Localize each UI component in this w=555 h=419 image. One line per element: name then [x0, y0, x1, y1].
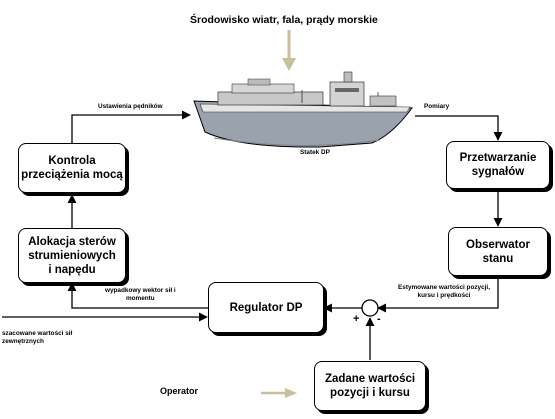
- operator-label: Operator: [160, 386, 199, 396]
- measurements-label: Pomiary: [424, 103, 450, 110]
- ship-label: Statek DP: [300, 149, 330, 156]
- flow-power-to-ship: [71, 110, 191, 143]
- resultant-force-label: wypadkowy wektor sił i momentu: [105, 287, 176, 302]
- estimated-values-label: Estymowane wartości pozycji, kursu i prę…: [398, 284, 490, 299]
- ship-icon: [193, 71, 413, 148]
- power-overload-control-box: Kontrola przeciążenia mocą: [18, 143, 126, 193]
- plus-sign: +: [353, 313, 360, 325]
- signal-processing-box: Przetwarzanie sygnałów: [446, 141, 550, 189]
- dp-regulator-box: Regulator DP: [208, 282, 324, 333]
- flow-ship-to-processing: [415, 115, 503, 141]
- thruster-allocation-box: Alokacja sterów strumieniowych i napędu: [18, 228, 126, 283]
- external-forces-label: szacowane wartości sił zewnętrznych: [2, 330, 73, 345]
- setpoints-box: Zadane wartości pozycji i kursu: [314, 361, 426, 411]
- environment-label: Środowisko wiatr, fala, prądy morskie: [190, 14, 378, 26]
- state-observer-box: Obserwator stanu: [448, 227, 548, 276]
- operator-arrow: [261, 388, 297, 398]
- flow-observer-to-junction: [377, 276, 499, 313]
- summing-junction: [361, 299, 379, 317]
- environment-arrow: [282, 30, 296, 71]
- thruster-settings-label: Ustawienia pędników: [98, 103, 163, 110]
- minus-sign: -: [377, 313, 381, 325]
- flow-regulator-to-allocation: [67, 282, 208, 309]
